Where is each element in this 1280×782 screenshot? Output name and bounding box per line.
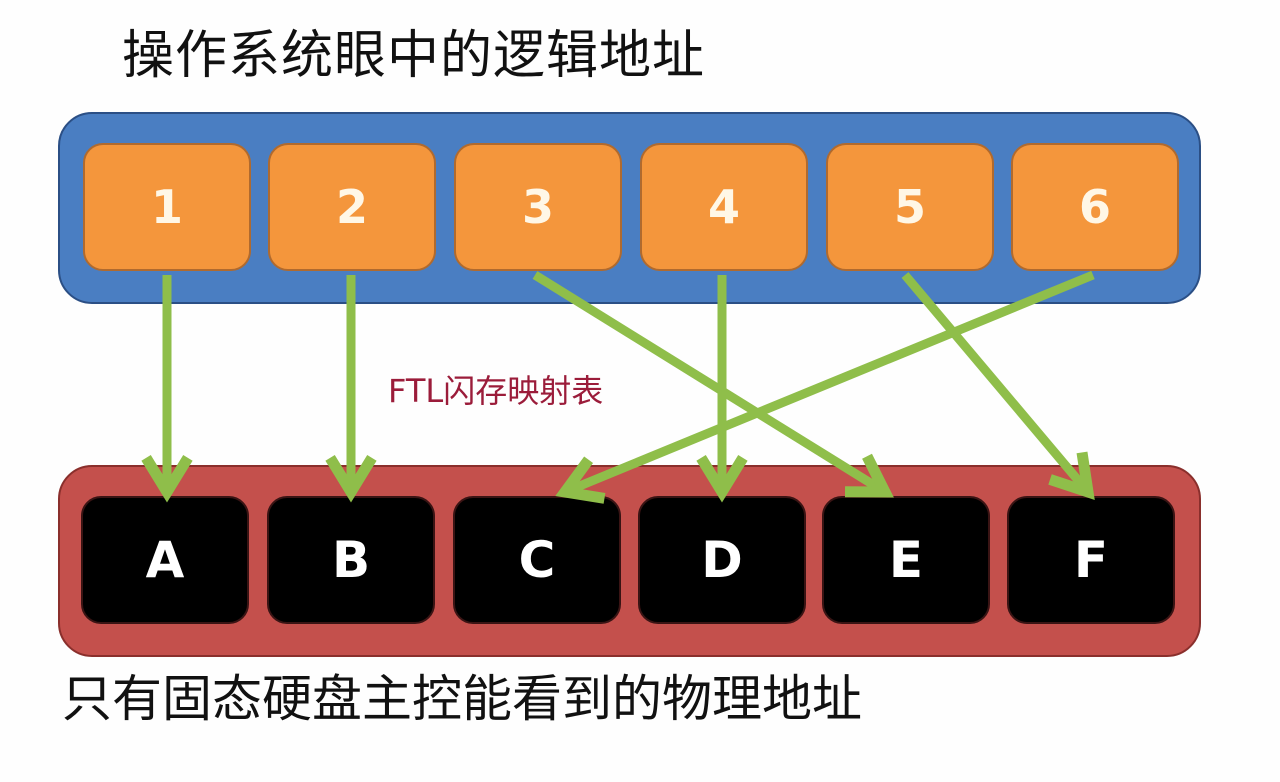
ftl-mapping-table-label: FTL闪存映射表 [388,372,604,410]
physical-address-title: 只有固态硬盘主控能看到的物理地址 [62,670,862,728]
physical-block-d: D [638,496,806,624]
logical-block-1: 1 [83,143,251,271]
physical-block-b: B [267,496,435,624]
logical-block-6: 6 [1011,143,1179,271]
logical-block-3: 3 [454,143,622,271]
arrow-2-to-b [325,275,377,503]
physical-block-a: A [81,496,249,624]
logical-address-title: 操作系统眼中的逻辑地址 [122,26,706,86]
physical-block-f: F [1007,496,1175,624]
logical-block-4: 4 [640,143,808,271]
arrow-1-to-a [141,275,193,503]
physical-block-c: C [453,496,621,624]
physical-block-e: E [822,496,990,624]
logical-block-5: 5 [826,143,994,271]
arrow-5-to-f [901,272,1095,501]
logical-block-2: 2 [268,143,436,271]
arrow-4-to-d [696,275,748,503]
